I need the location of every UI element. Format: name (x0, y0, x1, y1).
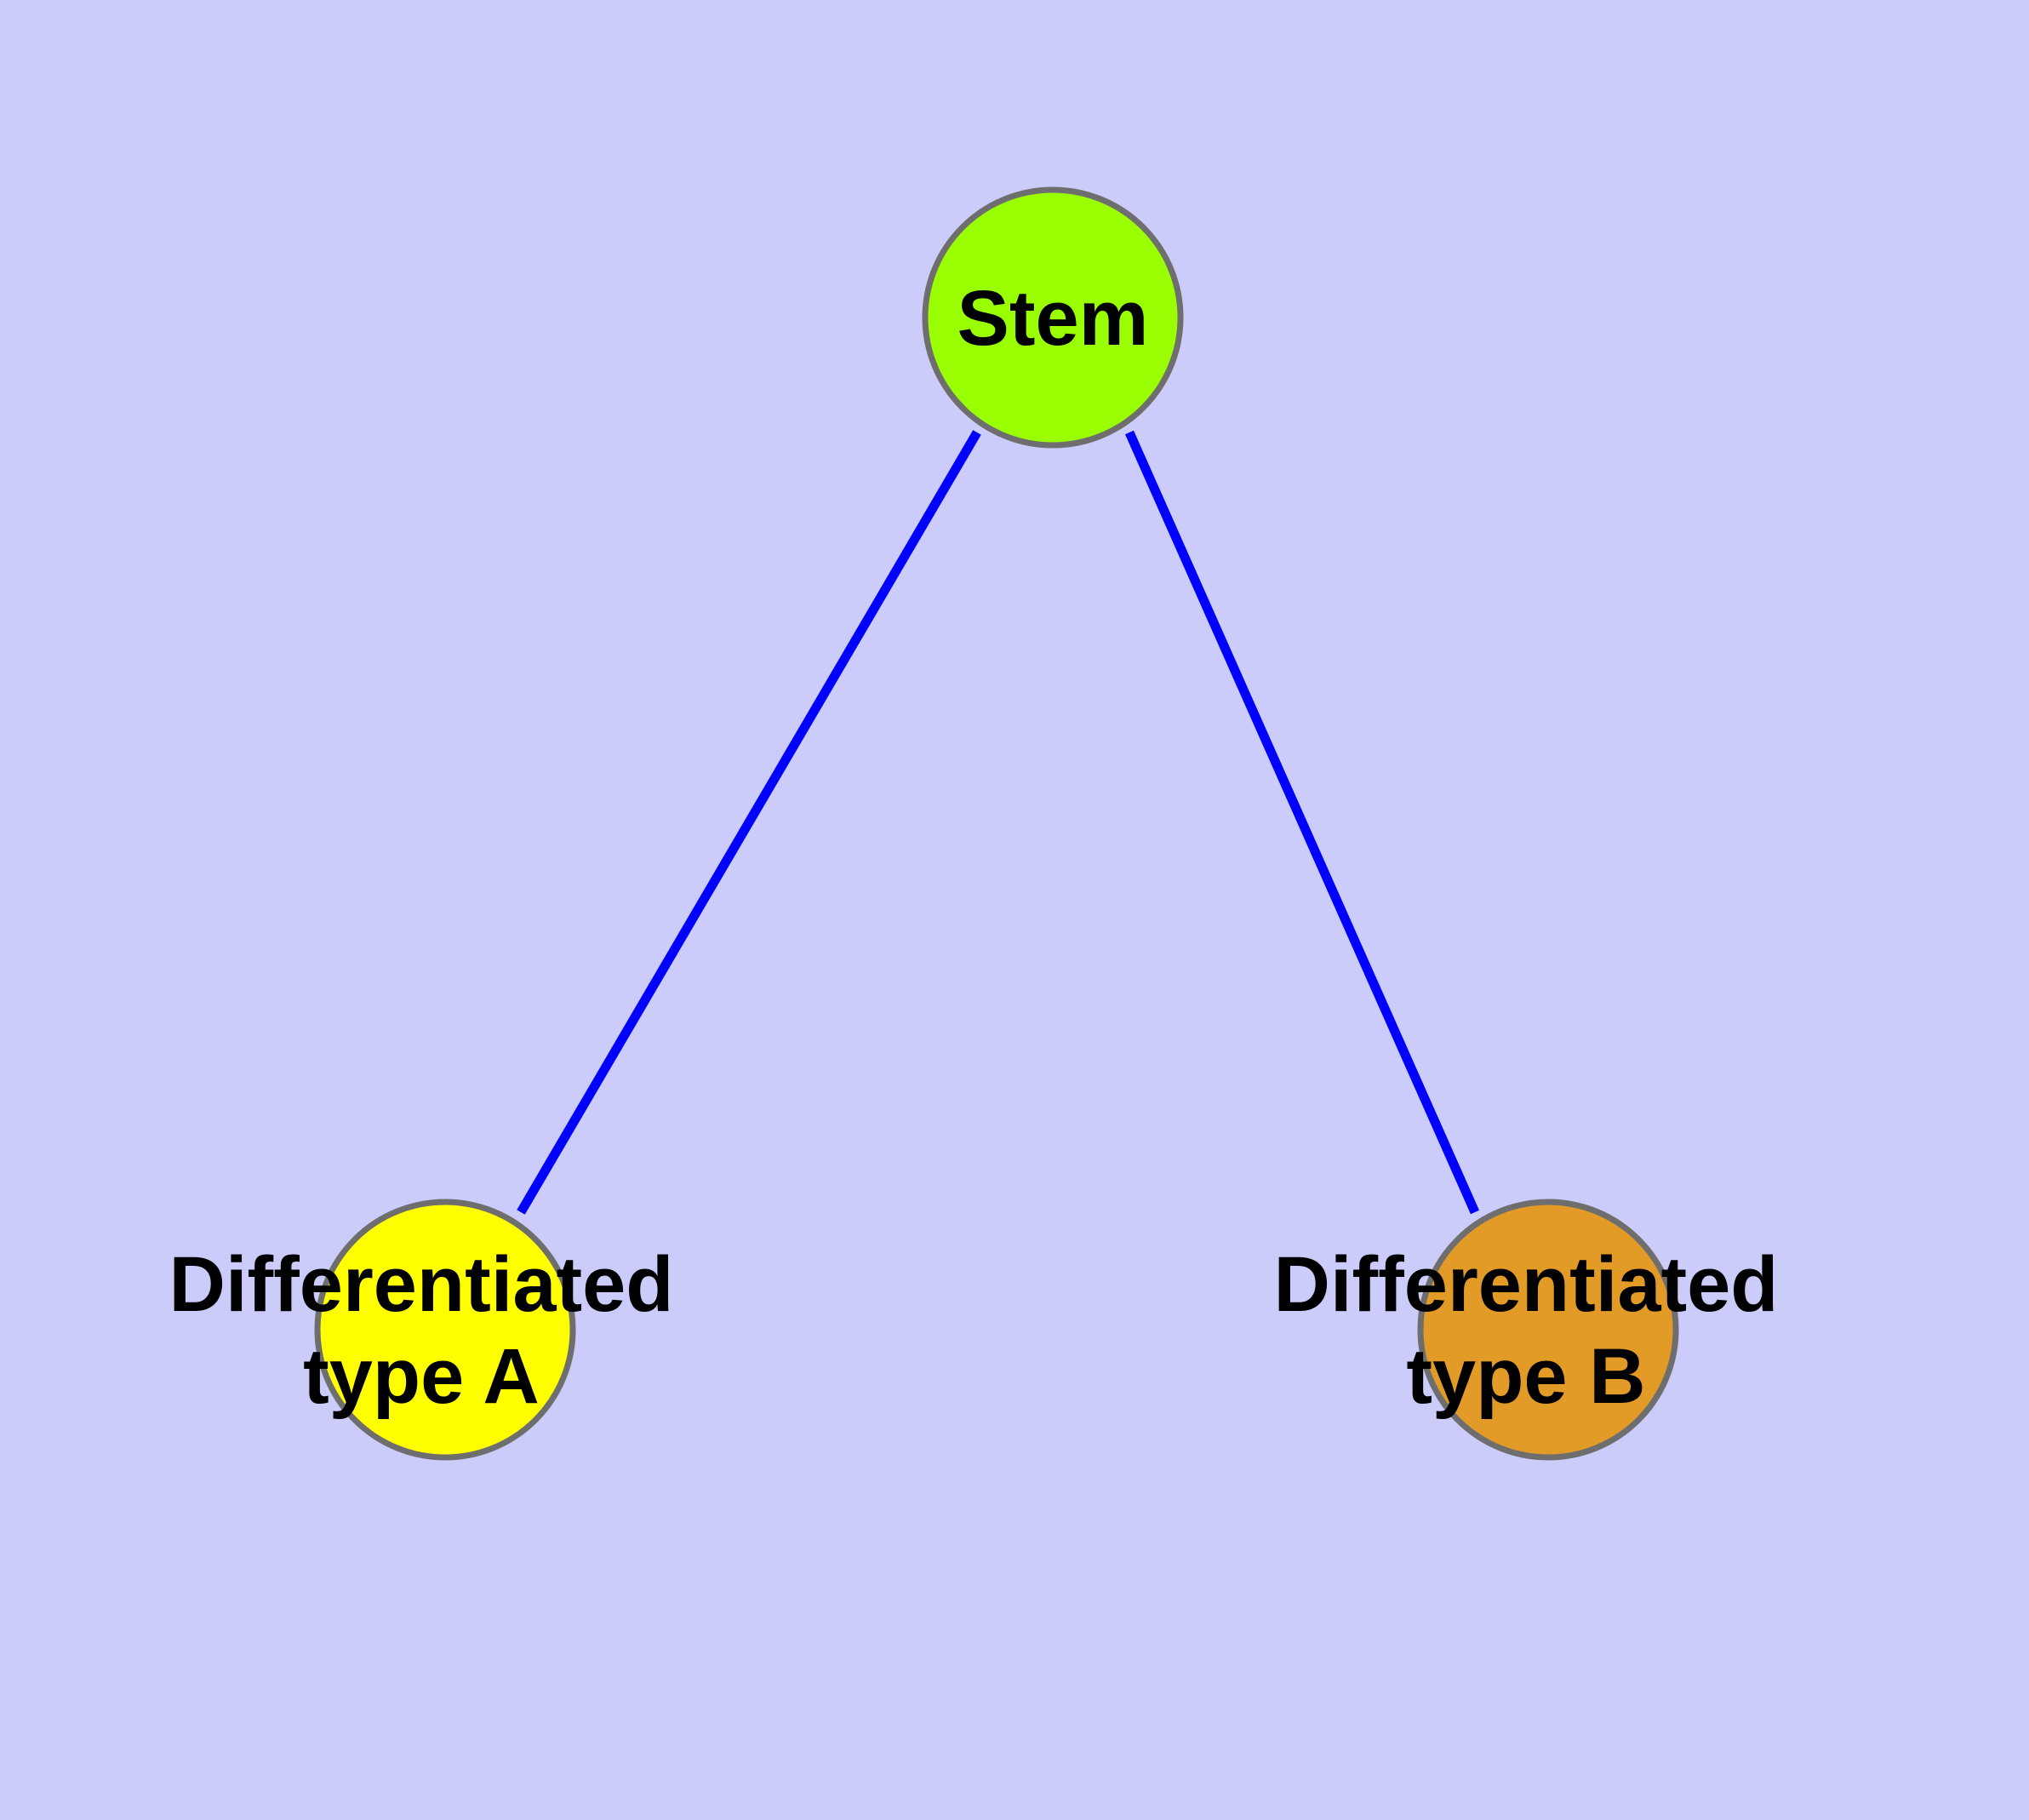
edges-group (517, 430, 1480, 1215)
node-label-line: type B (1406, 1333, 1645, 1420)
edge-stem-to-differentiated-a[interactable] (517, 430, 981, 1215)
nodes-group (314, 186, 1679, 1461)
node-label-line: type A (303, 1333, 540, 1420)
node-label-line: Differentiated (169, 1241, 674, 1328)
node-stem[interactable] (922, 186, 1184, 449)
node-label-stem: Stem (957, 275, 1149, 362)
node-label-line: Stem (957, 275, 1149, 362)
edge-stem-to-differentiated-b[interactable] (1124, 430, 1480, 1215)
node-differentiated-type-a[interactable] (314, 1199, 576, 1461)
node-label-line: Differentiated (1274, 1241, 1779, 1328)
node-differentiated-type-b[interactable] (1417, 1199, 1679, 1461)
